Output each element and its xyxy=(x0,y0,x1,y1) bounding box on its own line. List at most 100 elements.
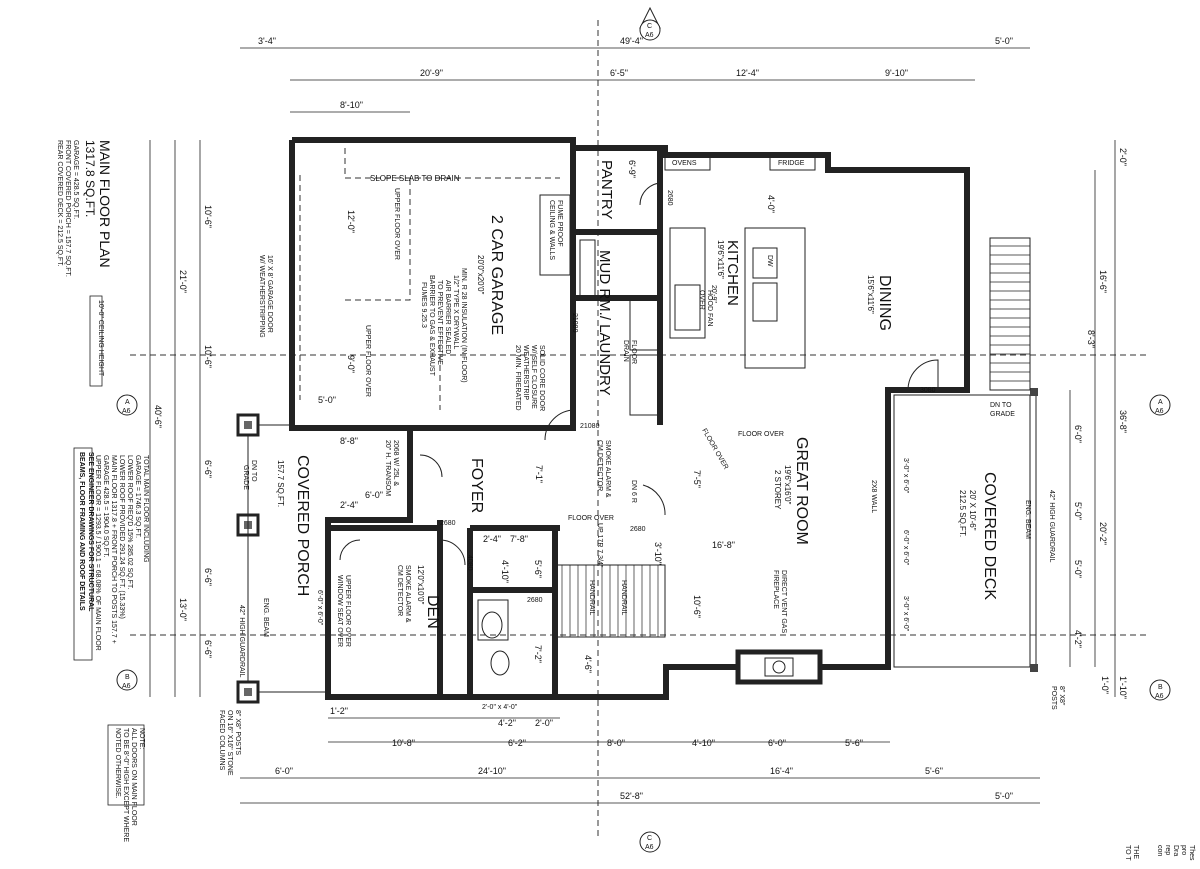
totals-notes: TOTAL MAIN FLOOR INCLUDING GARAGE = 1746… xyxy=(94,455,149,651)
handrail-2: HANDRAIL xyxy=(620,580,627,616)
kitchen-fixtures xyxy=(579,154,816,416)
ceiling-height: 10'-0" CEILING HEIGHT xyxy=(97,300,104,377)
totals-6: GARAGE 428.5 = 1904.0 SQ.FT. xyxy=(102,455,109,558)
wall-2x8: 2X8 WALL xyxy=(870,480,877,513)
engineer-2: BEAMS, FLOOR FRAMING AND ROOF DETAILS xyxy=(78,452,85,611)
room-deck-area: 212.5 SQ.FT. xyxy=(958,490,967,537)
upper-floor-over-1: UPPER FLOOR OVER xyxy=(393,188,400,260)
room-deck-name: COVERED DECK xyxy=(981,472,998,600)
posts-2: ON 16" X16" STONE xyxy=(226,710,233,776)
marker-a-left-sheet: A6 xyxy=(122,408,131,415)
smoke-den-1: SMOKE ALARM & xyxy=(404,565,411,623)
room-kitchen-name: KITCHEN xyxy=(724,240,741,306)
interior-dimension-text: 12'-0" 5'-0" 9'-0" 8'-8" 6'-0" 2'-4" 7'-… xyxy=(318,160,776,673)
room-mudroom-name: MUD RM./ LAUNDRY xyxy=(596,250,613,396)
dim-bottom-2-a: 10'-8" xyxy=(392,738,415,748)
fireplace xyxy=(735,649,823,685)
engineer-1: SEE ENGINEER DRAWINGS FOR STRUCTURAL xyxy=(87,452,94,612)
floor-drain-2: DRAIN xyxy=(622,340,629,362)
marker-b-left-sheet: A6 xyxy=(122,683,131,690)
plan-area: 1317.8 SQ.FT. xyxy=(83,140,97,217)
dim-top-inner-3: 12'-4" xyxy=(736,68,759,78)
floor-drain-1: FLOOR xyxy=(630,340,637,364)
dim-int-4: 8'-8" xyxy=(340,436,358,446)
exterior-walls xyxy=(289,137,970,700)
garage-note-4: TO PREVENT EFFECTIVE xyxy=(436,280,443,365)
room-porch-size: 157.7 SQ.FT. xyxy=(276,460,285,507)
marker-c-top-sheet: A6 xyxy=(645,32,654,39)
dim-top-inner-2: 6'-5" xyxy=(610,68,628,78)
upper-floor-over-2: UPPER FLOOR OVER xyxy=(364,325,371,397)
dim-left-inner-4: 6'-6" xyxy=(203,568,213,586)
dim-int-8: 7'-8" xyxy=(510,534,528,544)
marker-a-right-sheet: A6 xyxy=(1155,408,1164,415)
dim-int-6: 2'-4" xyxy=(340,500,358,510)
window-tag-1: 2'-0" x 4'-0" xyxy=(482,704,518,711)
marker-b-left-letter: B xyxy=(125,674,130,681)
dim-right-inner-1: 8'-3" xyxy=(1086,330,1096,348)
room-den-name: DEN xyxy=(424,595,441,629)
eng-beam-porch: ENG. BEAM xyxy=(262,598,269,637)
right-dimension-text: 2'-0" 16'-6" 36'-8" 1'-10" 8'-3" 6'-0" 2… xyxy=(1073,148,1128,699)
door-tag-6: 21080 xyxy=(571,313,578,333)
garage-note-5: BARRIER TO GAS & EXHAUST xyxy=(428,275,435,377)
door-tag-4: 2680 xyxy=(630,526,646,533)
dimension-lines xyxy=(149,47,1116,804)
garage-note-1: MIN. R 28 INSULATION (IN FLOOR) xyxy=(460,268,467,383)
smoke-den-2: CM DETECTOR xyxy=(396,565,403,616)
dim-int-19: 7'-2" xyxy=(533,645,543,663)
dim-right-outer-3: 36'-8" xyxy=(1118,410,1128,433)
slope-label: SLOPE SLAB TO DRAIN xyxy=(370,174,460,183)
door-tag-7: 21080 xyxy=(580,423,600,430)
dim-bottom-2-e: 6'-0" xyxy=(768,738,786,748)
room-great-sub: 2 STOREY xyxy=(773,470,782,510)
room-pantry-name: PANTRY xyxy=(598,160,615,219)
hood-fan-2: OVER xyxy=(698,290,705,310)
dim-int-7: 7'-1" xyxy=(534,465,544,483)
dim-right-outer-2: 16'-6" xyxy=(1098,270,1108,293)
marker-c-bottom-sheet: A6 xyxy=(645,844,654,851)
room-labels: 2 CAR GARAGE 20'0"x20'0" PANTRY MUD RM./… xyxy=(276,160,998,629)
section-lines xyxy=(130,20,1150,840)
room-dining-size: 15'6"x11'6" xyxy=(866,275,875,314)
dim-top-outer-2: 49'-4" xyxy=(620,36,643,46)
handrail-1: HANDRAIL xyxy=(588,580,595,616)
marker-c-top-letter: C xyxy=(647,23,652,30)
room-great-name: GREAT ROOM xyxy=(793,437,810,545)
marker-c-bottom-letter: C xyxy=(647,835,652,842)
floor-over-3: FLOOR OVER xyxy=(568,515,614,522)
marker-a-right-letter: A xyxy=(1158,399,1163,406)
window-tag-3: 3'-0" x 6'-0" xyxy=(902,458,909,494)
dim-bottom-3-d: 5'-6" xyxy=(925,766,943,776)
dim-bottom-1-c: 2'-0" xyxy=(535,718,553,728)
ovens-label: OVENS xyxy=(672,160,697,167)
dim-right-inner-6: 4'-2" xyxy=(1073,630,1083,648)
kitchen-dim: 20'-9" xyxy=(710,285,717,303)
dim-right-inner-4: 5'-0" xyxy=(1073,502,1083,520)
doors-note-2: ALL DOORS ON MAIN FLOOR xyxy=(130,728,137,826)
bath-fixtures xyxy=(477,599,510,676)
dim-int-14: 4'-0" xyxy=(766,195,776,213)
window-tag-5: 3'-0" x 6'-0" xyxy=(902,596,909,632)
section-marker-c-top: C A6 xyxy=(639,6,661,41)
solid-core-4: 20 MIN. FIRERATED xyxy=(514,345,521,411)
eng-beam-deck: ENG. BEAM xyxy=(1024,500,1031,539)
totals-2: GARAGE = 1746.3 SQ.FT. xyxy=(134,455,141,538)
posts-small-1: 8" X8" xyxy=(1058,686,1065,706)
dim-int-17: 2'-4" xyxy=(483,534,501,544)
posts-small-2: POSTS xyxy=(1050,686,1057,710)
guardrail-porch: 42" HIGH GUARDRAIL xyxy=(238,605,245,678)
section-marker-c-bottom: C A6 xyxy=(639,831,661,853)
plan-title: MAIN FLOOR PLAN xyxy=(97,140,113,268)
dn-grade-deck-1: DN TO xyxy=(990,402,1012,409)
dim-bottom-2-f: 5'-6" xyxy=(845,738,863,748)
totals-5: MAIN FLOOR 1317.8 + FRONT PORCH TO POSTS… xyxy=(110,455,117,644)
door-tag-2: 2680 xyxy=(440,520,456,527)
room-dining-name: DINING xyxy=(876,275,893,331)
fridge-label: FRIDGE xyxy=(778,160,805,167)
dim-bottom-3-c: 16'-4" xyxy=(770,766,793,776)
dim-left-inner-3: 6'-6" xyxy=(203,460,213,478)
floor-over-1: FLOOR OVER xyxy=(738,431,784,438)
dim-int-13: 6'-9" xyxy=(627,160,637,178)
dim-top-inner-1: 20'-9" xyxy=(420,68,443,78)
